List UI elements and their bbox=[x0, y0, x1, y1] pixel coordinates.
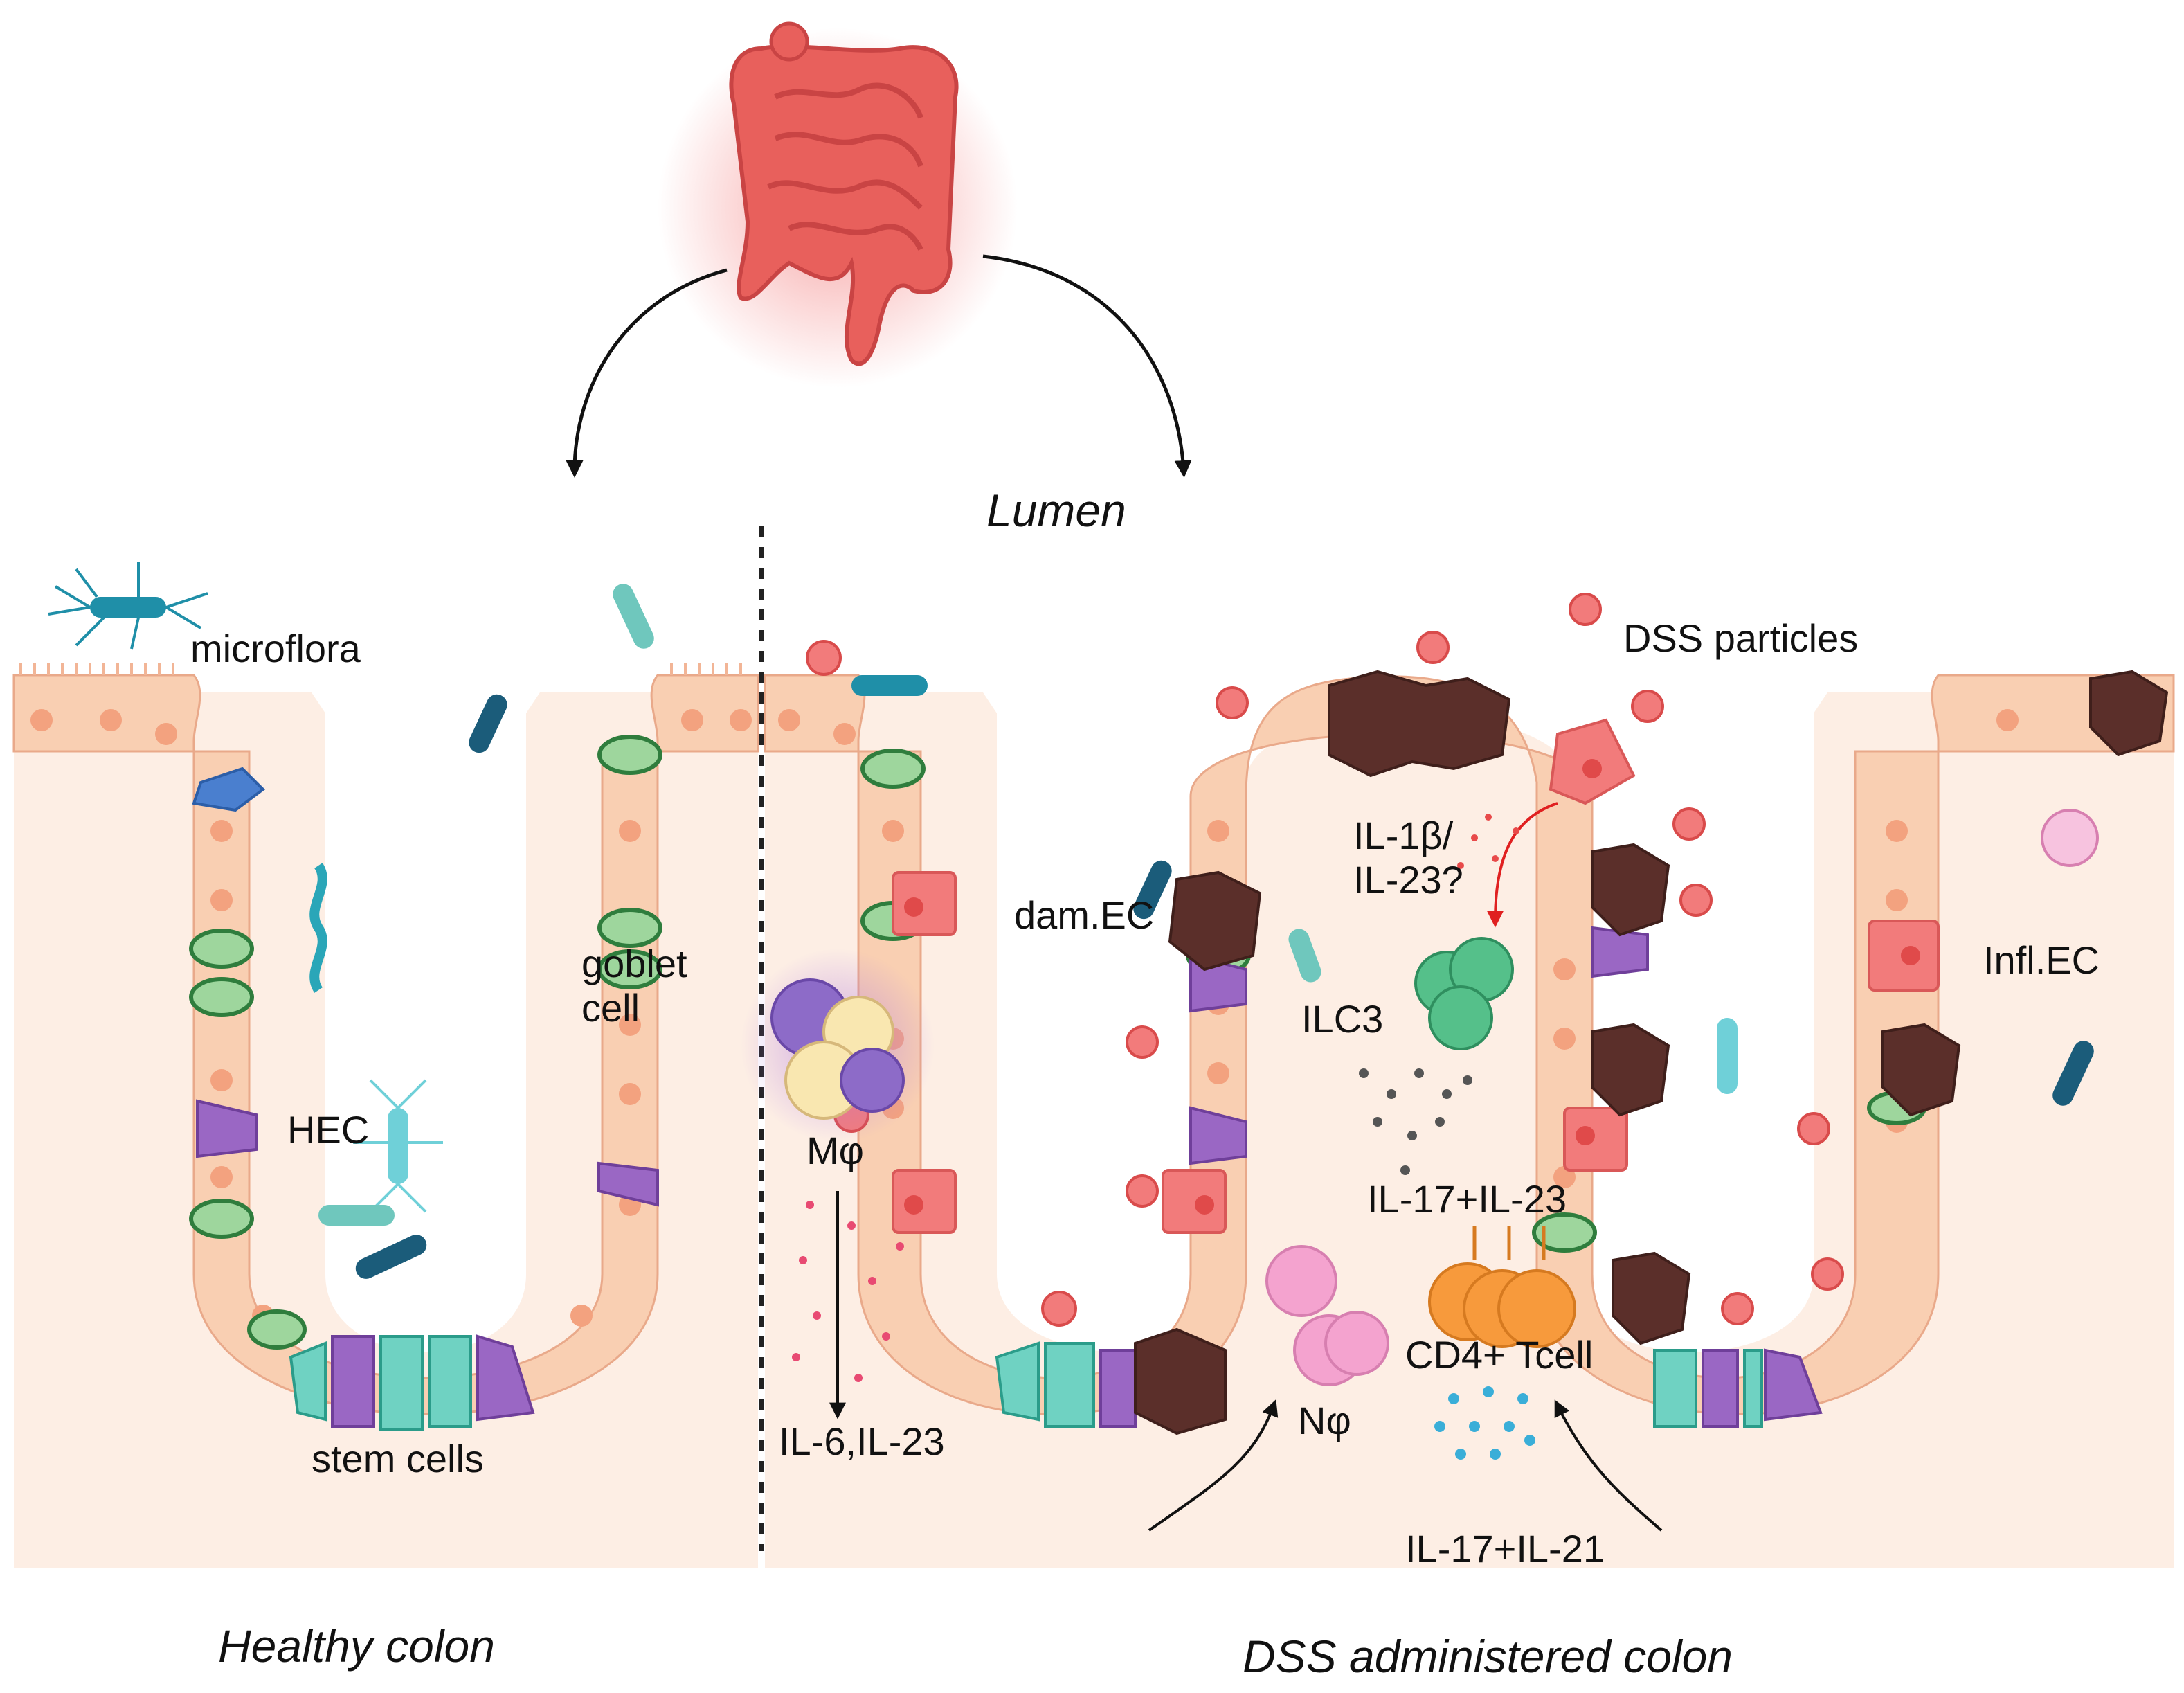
il6-il23-label: IL-6,IL-23 bbox=[779, 1419, 945, 1463]
neutrophil-cells bbox=[1265, 809, 2099, 1386]
microflora-label: microflora bbox=[190, 627, 361, 670]
colon-organ-icon bbox=[658, 21, 1018, 388]
hec-label: HEC bbox=[287, 1108, 370, 1152]
tcell-cytokine-dots bbox=[1434, 1386, 1535, 1460]
il1b-il23-label: IL-1β/ IL-23? bbox=[1353, 814, 1463, 902]
dss-stem-cells bbox=[995, 1341, 1763, 1428]
cd4-tcells bbox=[1428, 1226, 1576, 1348]
il1b-arrow bbox=[1487, 802, 1558, 928]
inflamed-cell-nuclei bbox=[904, 759, 1920, 1215]
ilc3-cells bbox=[1414, 937, 1514, 1050]
tcell-recruit-arrow bbox=[1554, 1399, 1663, 1532]
ilc3-label: ILC3 bbox=[1301, 997, 1384, 1041]
goblet-cells bbox=[189, 735, 662, 1350]
dss-colon-label: DSS administered colon bbox=[1243, 1631, 1733, 1682]
ilc3-cytokine-dots bbox=[1359, 1068, 1472, 1175]
dss-particles-group bbox=[806, 593, 1844, 1327]
il17-il23-label: IL-17+IL-23 bbox=[1367, 1177, 1567, 1221]
inflamed-ec-label: Infl.EC bbox=[1983, 938, 2100, 982]
purple-cells bbox=[196, 1099, 659, 1207]
neutrophil-label: Nφ bbox=[1298, 1399, 1351, 1442]
il17-il21-label: IL-17+IL-21 bbox=[1405, 1527, 1605, 1570]
macrophage-cytokine-dots bbox=[792, 1201, 904, 1382]
arrow-to-dss bbox=[982, 254, 1192, 478]
dss-particles-label: DSS particles bbox=[1623, 616, 1859, 660]
bacteria-icon bbox=[48, 562, 654, 1279]
damaged-ec-label: dam.EC bbox=[1014, 893, 1155, 937]
cd4-tcell-label: CD4+ Tcell bbox=[1405, 1333, 1594, 1377]
healthy-colon-label: Healthy colon bbox=[218, 1620, 495, 1672]
stem-cells-label: stem cells bbox=[312, 1437, 484, 1480]
dss-bacteria bbox=[851, 675, 2094, 1106]
il1b-dots bbox=[1457, 814, 1519, 869]
microvilli bbox=[19, 663, 742, 675]
macrophage-label: Mφ bbox=[806, 1129, 864, 1172]
macrophage-cluster bbox=[741, 949, 935, 1143]
lumen-label: Lumen bbox=[986, 485, 1126, 536]
inflamed-epithelial-cells bbox=[892, 718, 1940, 1234]
arrow-to-healthy bbox=[566, 268, 728, 478]
damaged-epithelial-cells bbox=[1134, 670, 2169, 1435]
stem-cells-cluster bbox=[289, 1334, 535, 1431]
neutrophil-recruit-arrow bbox=[1148, 1399, 1279, 1532]
goblet-cell-label: goblet cell bbox=[581, 942, 687, 1030]
